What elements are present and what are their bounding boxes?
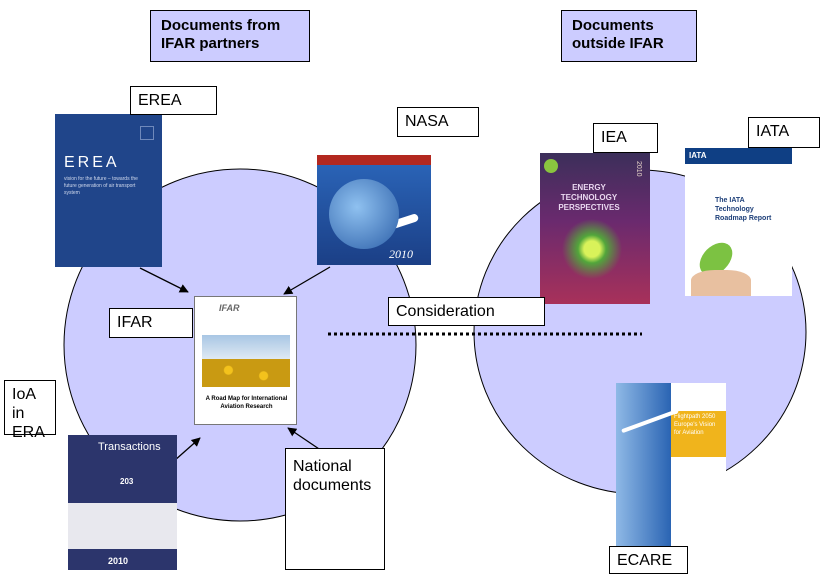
label-ecare: ECARE [609, 546, 688, 574]
label-erea: EREA [130, 86, 217, 115]
ioa-cover-brand: Transactions [98, 441, 161, 453]
erea-cover-title: EREA [64, 154, 120, 171]
label-nasa: NASA [397, 107, 479, 137]
ioa-cover-light-band [68, 503, 177, 549]
erea-cover-subtitle: vision for the future – towards the futu… [64, 176, 138, 196]
ioa-document-cover: Transactions 203 2010 [68, 435, 177, 570]
label-consideration: Consideration [388, 297, 545, 326]
ifar-document-cover: IFAR A Road Map for International Aviati… [194, 296, 297, 425]
ifar-cover-photo-sky [202, 335, 290, 359]
arrow-nasa-to-ifar [283, 266, 331, 295]
iea-cover-swirl [562, 219, 622, 279]
erea-cover-square [140, 126, 154, 140]
nasa-cover-year: 2010 [389, 247, 413, 261]
ecare-cover-title: Flightpath 2050 Europe's Vision for Avia… [674, 414, 716, 436]
header-ifar-partners: Documents from IFAR partners [150, 10, 310, 62]
ecare-document-cover: Flightpath 2050 Europe's Vision for Avia… [616, 383, 726, 553]
label-ifar: IFAR [109, 308, 193, 338]
nasa-cover-globe [329, 179, 399, 249]
header-outside-ifar: Documents outside IFAR [561, 10, 697, 62]
erea-document-cover: EREA vision for the future – towards the… [55, 114, 162, 267]
iea-document-cover: ENERGY TECHNOLOGY PERSPECTIVES 2010 [540, 153, 650, 304]
iea-cover-title: ENERGY TECHNOLOGY PERSPECTIVES [558, 183, 620, 212]
ifar-cover-title: A Road Map for International Aviation Re… [205, 396, 288, 410]
iata-cover-brand: IATA [689, 151, 707, 160]
label-iata: IATA [748, 117, 820, 148]
ecare-cover-orange-panel [671, 411, 726, 457]
iata-document-cover: IATA The IATA Technology Roadmap Report [685, 148, 792, 296]
label-national-documents: National documents [285, 448, 385, 570]
iata-cover-hand [691, 270, 751, 296]
ioa-cover-year: 2010 [108, 556, 129, 566]
arrow-erea-to-ifar [139, 267, 189, 293]
ifar-cover-photo-field [202, 359, 290, 387]
label-iea: IEA [593, 123, 658, 153]
nasa-document-cover: 2010 [317, 137, 431, 265]
label-ioa-in-era: IoA in ERA [4, 380, 56, 441]
iea-cover-logo [544, 159, 558, 173]
ioa-cover-number: 203 [120, 477, 134, 486]
iata-cover-title: The IATA Technology Roadmap Report [715, 197, 772, 222]
ifar-cover-logo: IFAR [219, 303, 240, 313]
iea-cover-year: 2010 [635, 161, 642, 177]
